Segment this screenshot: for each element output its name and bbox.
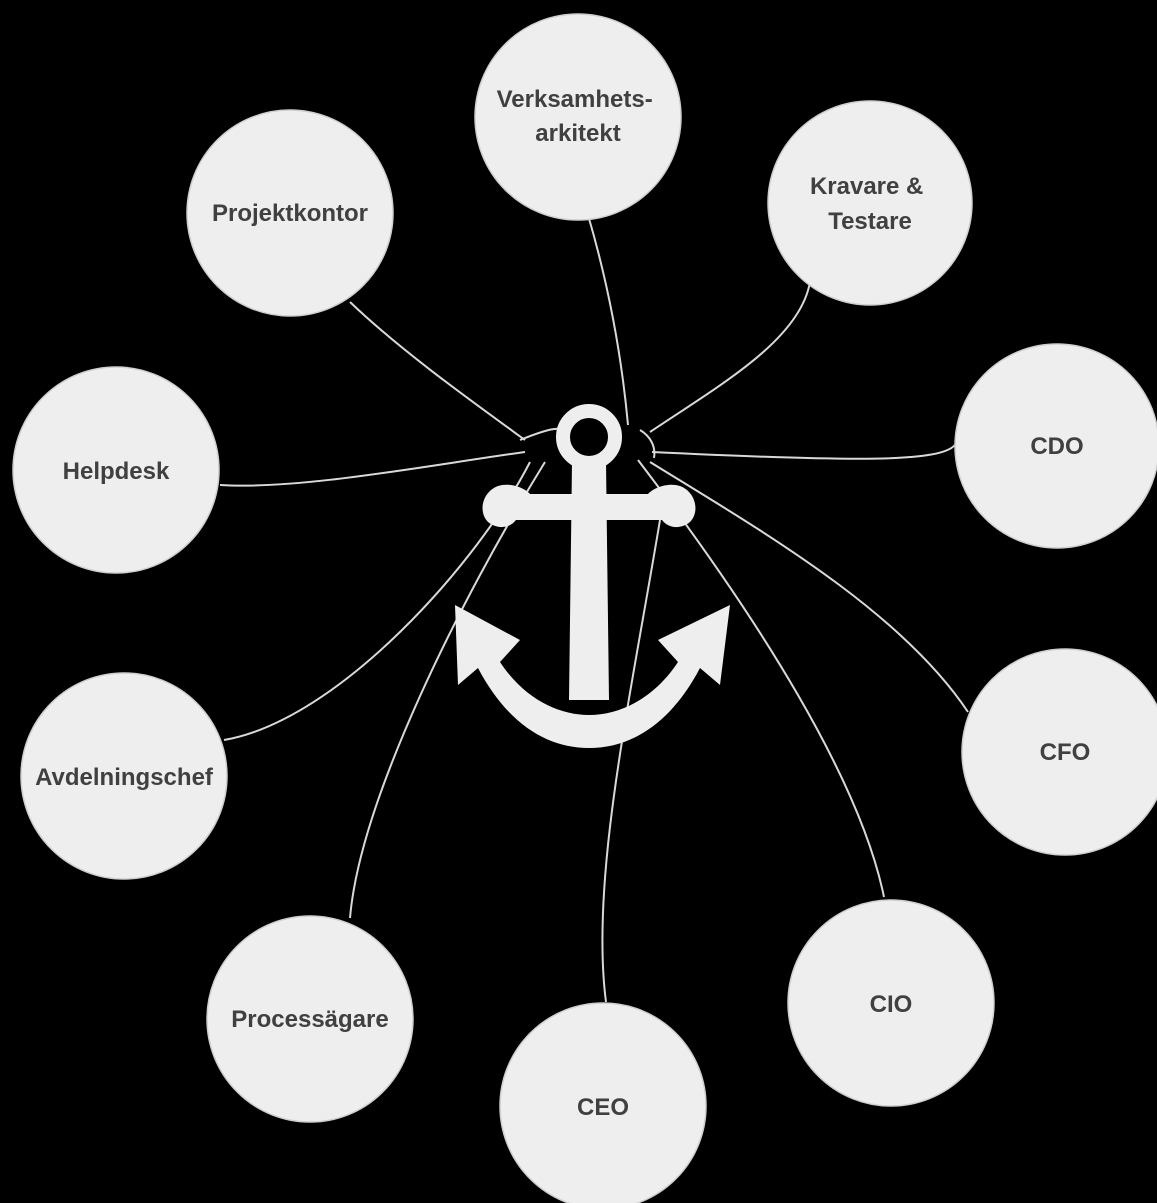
connector-ring-loop	[519, 427, 656, 459]
node-cio[interactable]: CIO	[787, 899, 995, 1107]
connectors	[219, 214, 969, 1003]
node-avdelningschef[interactable]: Avdelningschef	[20, 672, 228, 880]
node-cdo[interactable]: CDO	[954, 343, 1157, 549]
node-ceo[interactable]: CEO	[499, 1002, 707, 1203]
connector-cfo	[649, 461, 969, 713]
node-label: Avdelningschef	[35, 764, 214, 791]
nodes: Verksamhets- arkitekt Kravare & Testare …	[12, 13, 1157, 1203]
connector-cdo	[651, 444, 956, 460]
node-label: Kravare & Testare	[810, 173, 930, 235]
node-label: CDO	[1030, 433, 1083, 460]
node-label: CFO	[1040, 739, 1091, 766]
node-label: Helpdesk	[63, 458, 170, 485]
node-label: CEO	[577, 1094, 629, 1121]
node-label: Processägare	[231, 1006, 388, 1033]
connector-helpdesk	[219, 451, 526, 487]
node-verksamhetsarkitekt[interactable]: Verksamhets- arkitekt	[474, 13, 682, 221]
connector-kravare-testare	[649, 281, 811, 433]
connector-projektkontor	[349, 301, 526, 441]
node-label: CIO	[870, 991, 913, 1018]
connector-ceo	[601, 519, 661, 1003]
anchor-icon	[455, 404, 730, 748]
node-projektkontor[interactable]: Projektkontor	[186, 109, 394, 317]
node-helpdesk[interactable]: Helpdesk	[12, 366, 220, 574]
node-processagare[interactable]: Processägare	[206, 915, 414, 1123]
connector-verksamhetsarkitekt	[587, 214, 629, 426]
connector-cio	[637, 459, 885, 898]
node-label: Verksamhets- arkitekt	[497, 86, 660, 147]
node-cfo[interactable]: CFO	[961, 648, 1157, 856]
node-label: Projektkontor	[212, 200, 368, 227]
node-kravare-testare[interactable]: Kravare & Testare	[767, 100, 973, 306]
